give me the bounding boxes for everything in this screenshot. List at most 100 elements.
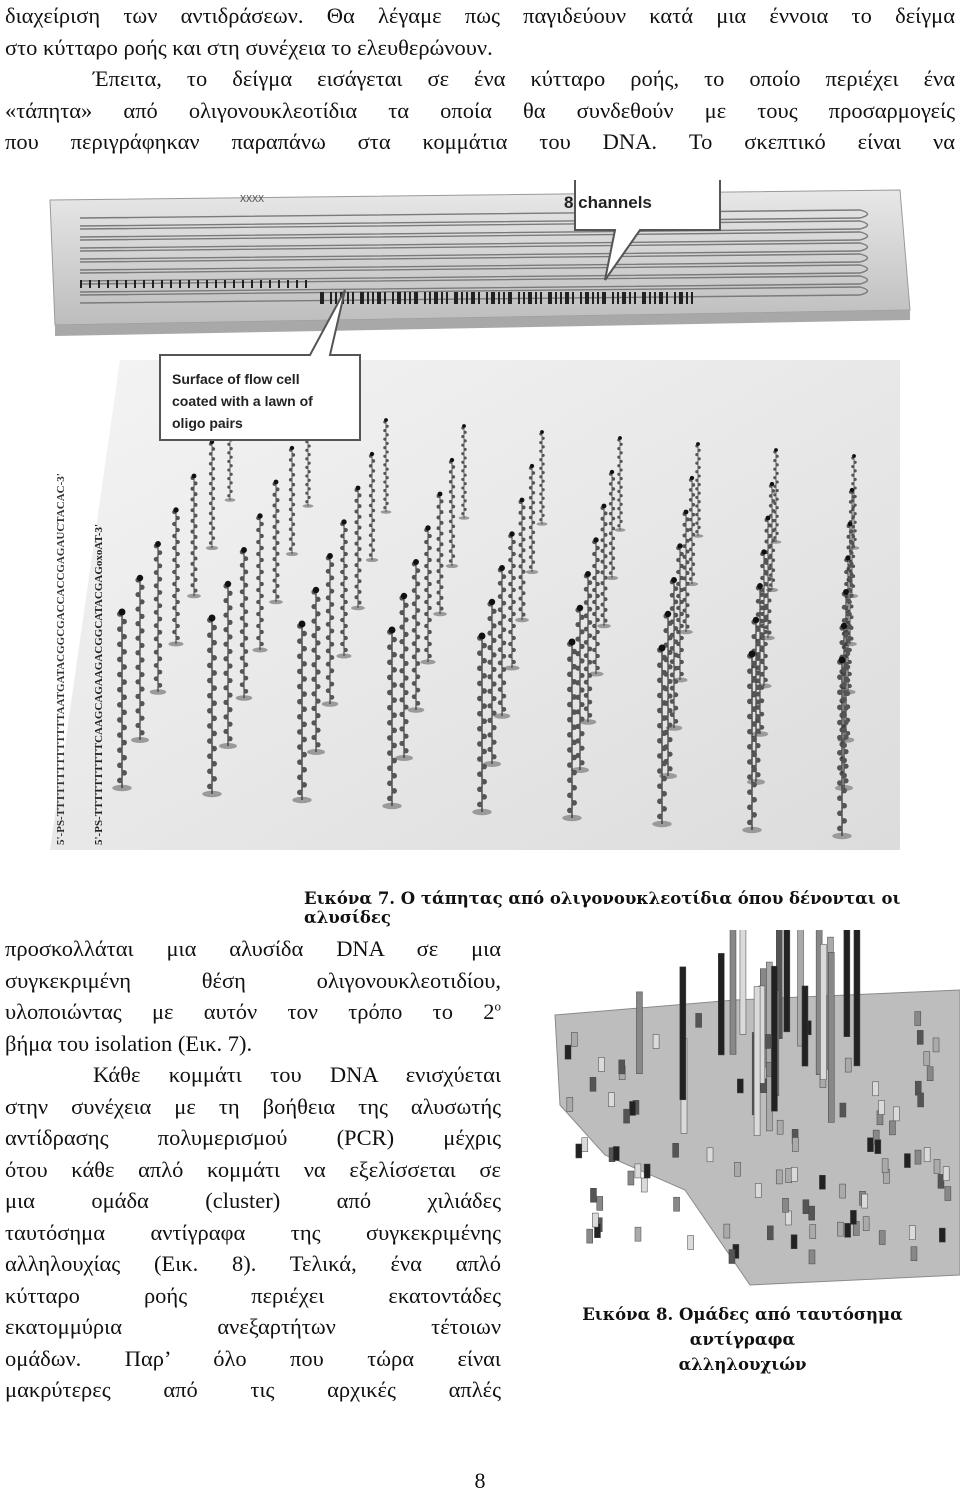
oligo-stalk <box>672 543 688 683</box>
oligo-stalk <box>536 430 548 526</box>
surface-label-line: Surface of flow cell <box>172 371 300 387</box>
cluster-bar <box>792 1137 799 1152</box>
barcode-bar <box>471 292 475 304</box>
cluster-bar <box>643 1163 651 1179</box>
cluster-bar <box>652 1034 660 1049</box>
caption-line: Εικόνα 8. Ομάδες από ταυτόσημα αντίγραφα <box>582 1305 903 1349</box>
oligo-stalk <box>652 644 672 828</box>
barcode-bar <box>523 292 525 304</box>
barcode-bar <box>602 292 606 304</box>
cluster-bar <box>939 1227 946 1243</box>
cluster-bar <box>944 1186 952 1201</box>
oligo-sequence-1: 5'-PS-TTTTTTTTTTTTTTAATGATACGGCGACCACCGA… <box>55 473 67 845</box>
tick-mark <box>116 280 118 288</box>
oligo-sequence-2: 5'-PS-TTTTTTTTTTCAAGCAGAAGACGGCATACGAGox… <box>93 524 105 845</box>
cluster-bar <box>598 1057 605 1072</box>
cluster-bar <box>723 1223 731 1239</box>
cluster-bar <box>839 1183 846 1199</box>
callout-channels: 8 channels <box>564 180 721 281</box>
text-line: Κάθε κομμάτι του DNA ενισχύεται <box>93 1062 501 1087</box>
tick-mark <box>125 280 127 288</box>
barcode-bar <box>691 292 693 304</box>
tick-mark <box>206 280 208 288</box>
oligo-stalk <box>252 513 268 653</box>
cluster-bar <box>916 1030 924 1045</box>
cluster-bar <box>729 930 737 1055</box>
figure-7-caption: Εικόνα 7. Ο τάπητας από ολιγονουκλεοτίδι… <box>304 889 960 927</box>
cluster-bar <box>923 1147 931 1162</box>
page-number: 8 <box>474 1468 486 1493</box>
flow-cell-surface <box>50 360 900 850</box>
barcode-bar <box>535 292 537 304</box>
cluster-bar <box>687 1235 694 1250</box>
cluster-bar <box>581 1137 589 1152</box>
channel-line <box>79 264 869 282</box>
barcode-bar <box>617 292 619 304</box>
barcode-bar <box>498 292 500 304</box>
figure-8-clusters-illustration <box>554 930 960 1286</box>
oligo-stalk <box>742 650 762 834</box>
oligo-stalk <box>832 656 852 840</box>
cluster-bar <box>564 1044 572 1060</box>
barcode-bar <box>686 292 688 304</box>
barcode-bar <box>622 292 626 304</box>
cluster-bar <box>771 965 778 1112</box>
oligo-stalk <box>472 632 492 816</box>
surface-label-line: oligo pairs <box>172 415 243 431</box>
oligo-stalk <box>112 608 132 792</box>
cluster-bar <box>739 930 747 1035</box>
cluster-bar <box>783 930 791 1033</box>
oligo-stalk <box>420 525 436 665</box>
cluster-bar <box>575 1143 583 1159</box>
cluster-bar <box>695 1013 702 1028</box>
oligo-stalk <box>458 424 470 520</box>
tick-mark <box>296 280 298 288</box>
barcode-bar <box>367 292 369 304</box>
tick-mark <box>107 280 109 288</box>
text-line: που περιγράφηκαν παραπάνω στα κομμάτια τ… <box>5 129 955 154</box>
barcode-bar <box>555 292 557 304</box>
superscript: ο <box>494 998 502 1014</box>
cluster-bar <box>937 1174 945 1189</box>
tick-mark <box>287 280 289 288</box>
barcode-bar <box>508 292 512 304</box>
tick-mark <box>197 280 199 288</box>
oligo-stalk <box>692 442 704 538</box>
cluster-bar <box>904 1153 911 1168</box>
channel-line <box>79 275 869 293</box>
tick-mark <box>233 280 235 288</box>
barcode-bar <box>429 292 431 304</box>
oligo-stalk <box>605 469 619 581</box>
barcode-bar <box>404 292 406 304</box>
cluster-bar <box>679 966 687 1101</box>
channel-line <box>79 220 869 238</box>
oligo-stalk <box>131 574 149 743</box>
text-line: αλληλουχίας (Εικ. 8). Τελικά, ένα απλό <box>5 1251 501 1276</box>
tick-mark <box>242 280 244 288</box>
tick-mark <box>251 280 253 288</box>
oligo-stalk <box>504 531 520 671</box>
oligo-stalk <box>525 463 539 575</box>
cluster-bar <box>782 1198 789 1213</box>
text-line-body: υλοποιώντας με αυτόν τον τρόπο το 2 <box>5 999 495 1024</box>
cluster-bar <box>672 1143 679 1158</box>
slide-label: XXXX <box>240 194 264 205</box>
cluster-bar <box>917 1092 924 1108</box>
barcode-bar <box>518 292 520 304</box>
barcode-bar <box>580 292 582 304</box>
barcode-bar <box>679 292 683 304</box>
oligo-stalk <box>321 553 339 707</box>
oligo-stalk <box>380 418 392 514</box>
barcode-bar <box>486 292 488 304</box>
cluster-bar <box>910 1246 918 1261</box>
text-line: διαχείριση των αντιδράσεων. Θα λέγαμε πω… <box>5 3 955 28</box>
barcode-bar <box>414 292 418 304</box>
barcode-bar <box>491 292 495 304</box>
cluster-bar <box>861 1193 869 1209</box>
oligo-stalk <box>235 547 253 701</box>
cluster-bar <box>850 1210 857 1225</box>
caption-prefix: Εικόνα 7. <box>304 889 396 908</box>
cluster-bar <box>785 1210 792 1226</box>
barcode-bar <box>377 292 381 304</box>
cluster-group <box>564 930 952 1265</box>
